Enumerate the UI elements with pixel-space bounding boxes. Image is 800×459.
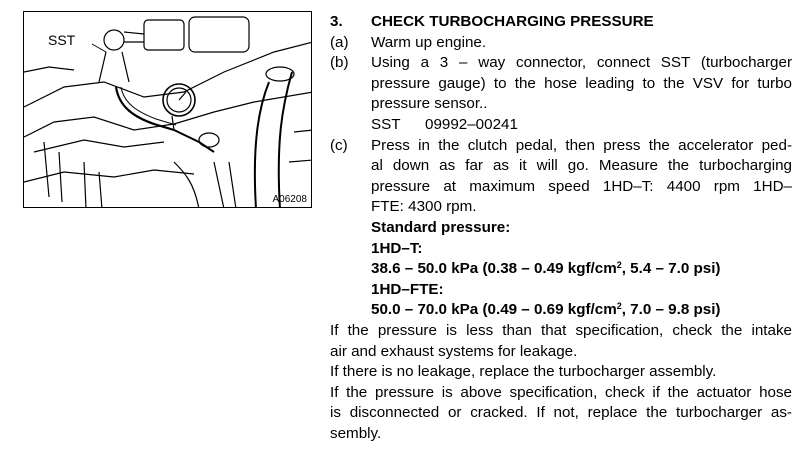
item-c-line: pressure at maximum speed 1HD–T: 4400 rp… bbox=[371, 177, 792, 195]
engine-label-1hd-fte: 1HD–FTE: bbox=[371, 280, 444, 298]
item-b-line: Using a 3 – way connector, connect SST (… bbox=[371, 54, 792, 72]
engine-label-1hd-t: 1HD–T: bbox=[371, 239, 423, 257]
item-c-line: Press in the clutch pedal, then press th… bbox=[371, 136, 792, 154]
note-line: sembly. bbox=[330, 424, 382, 442]
step-title: CHECK TURBOCHARGING PRESSURE bbox=[371, 13, 654, 30]
item-a: (a) Warm up engine. bbox=[330, 33, 792, 54]
sst-callout-label: SST bbox=[48, 32, 76, 48]
item-a-text: Warm up engine. bbox=[371, 33, 487, 51]
item-b-line: pressure sensor.. bbox=[371, 95, 488, 113]
note-line: If the pressure is above specification, … bbox=[330, 383, 792, 401]
pressure-value-1hd-t: 38.6 – 50.0 kPa (0.38 – 0.49 kgf/cm2, 5.… bbox=[371, 260, 721, 278]
item-c-marker: (c) bbox=[330, 136, 348, 154]
engine-illustration bbox=[24, 16, 311, 207]
sst-number: 09992–00241 bbox=[425, 115, 518, 133]
procedure-text: 3. CHECK TURBOCHARGING PRESSURE (a) Warm… bbox=[330, 12, 792, 444]
standard-pressure-heading: Standard pressure: bbox=[371, 218, 511, 236]
note-line: If the pressure is less than that specif… bbox=[330, 321, 792, 339]
sst-number-line: SST 09992–00241 bbox=[371, 115, 792, 136]
item-c: (c) Press in the clutch pedal, then pres… bbox=[330, 136, 792, 321]
illustration-figure: SST A06208 bbox=[23, 11, 312, 208]
item-b: (b) Using a 3 – way connector, connect S… bbox=[330, 53, 792, 135]
step-number: 3. bbox=[330, 13, 343, 30]
item-c-line: al down as far as it will go. Measure th… bbox=[371, 157, 792, 175]
item-c-line: FTE: 4300 rpm. bbox=[371, 198, 477, 216]
item-b-marker: (b) bbox=[330, 54, 349, 72]
note-line: If there is no leakage, replace the turb… bbox=[330, 363, 717, 381]
figure-code: A06208 bbox=[272, 194, 307, 205]
pressure-value-1hd-fte: 50.0 – 70.0 kPa (0.49 – 0.69 kgf/cm2, 7.… bbox=[371, 301, 721, 319]
item-b-line: pressure gauge) to the hose leading to t… bbox=[371, 74, 792, 92]
item-a-marker: (a) bbox=[330, 33, 349, 51]
step-heading: 3. CHECK TURBOCHARGING PRESSURE bbox=[330, 12, 792, 33]
note-line: air and exhaust systems for leakage. bbox=[330, 342, 578, 360]
sst-label: SST bbox=[371, 115, 401, 133]
note-line: is disconnected or cracked. If not, repl… bbox=[330, 404, 792, 422]
